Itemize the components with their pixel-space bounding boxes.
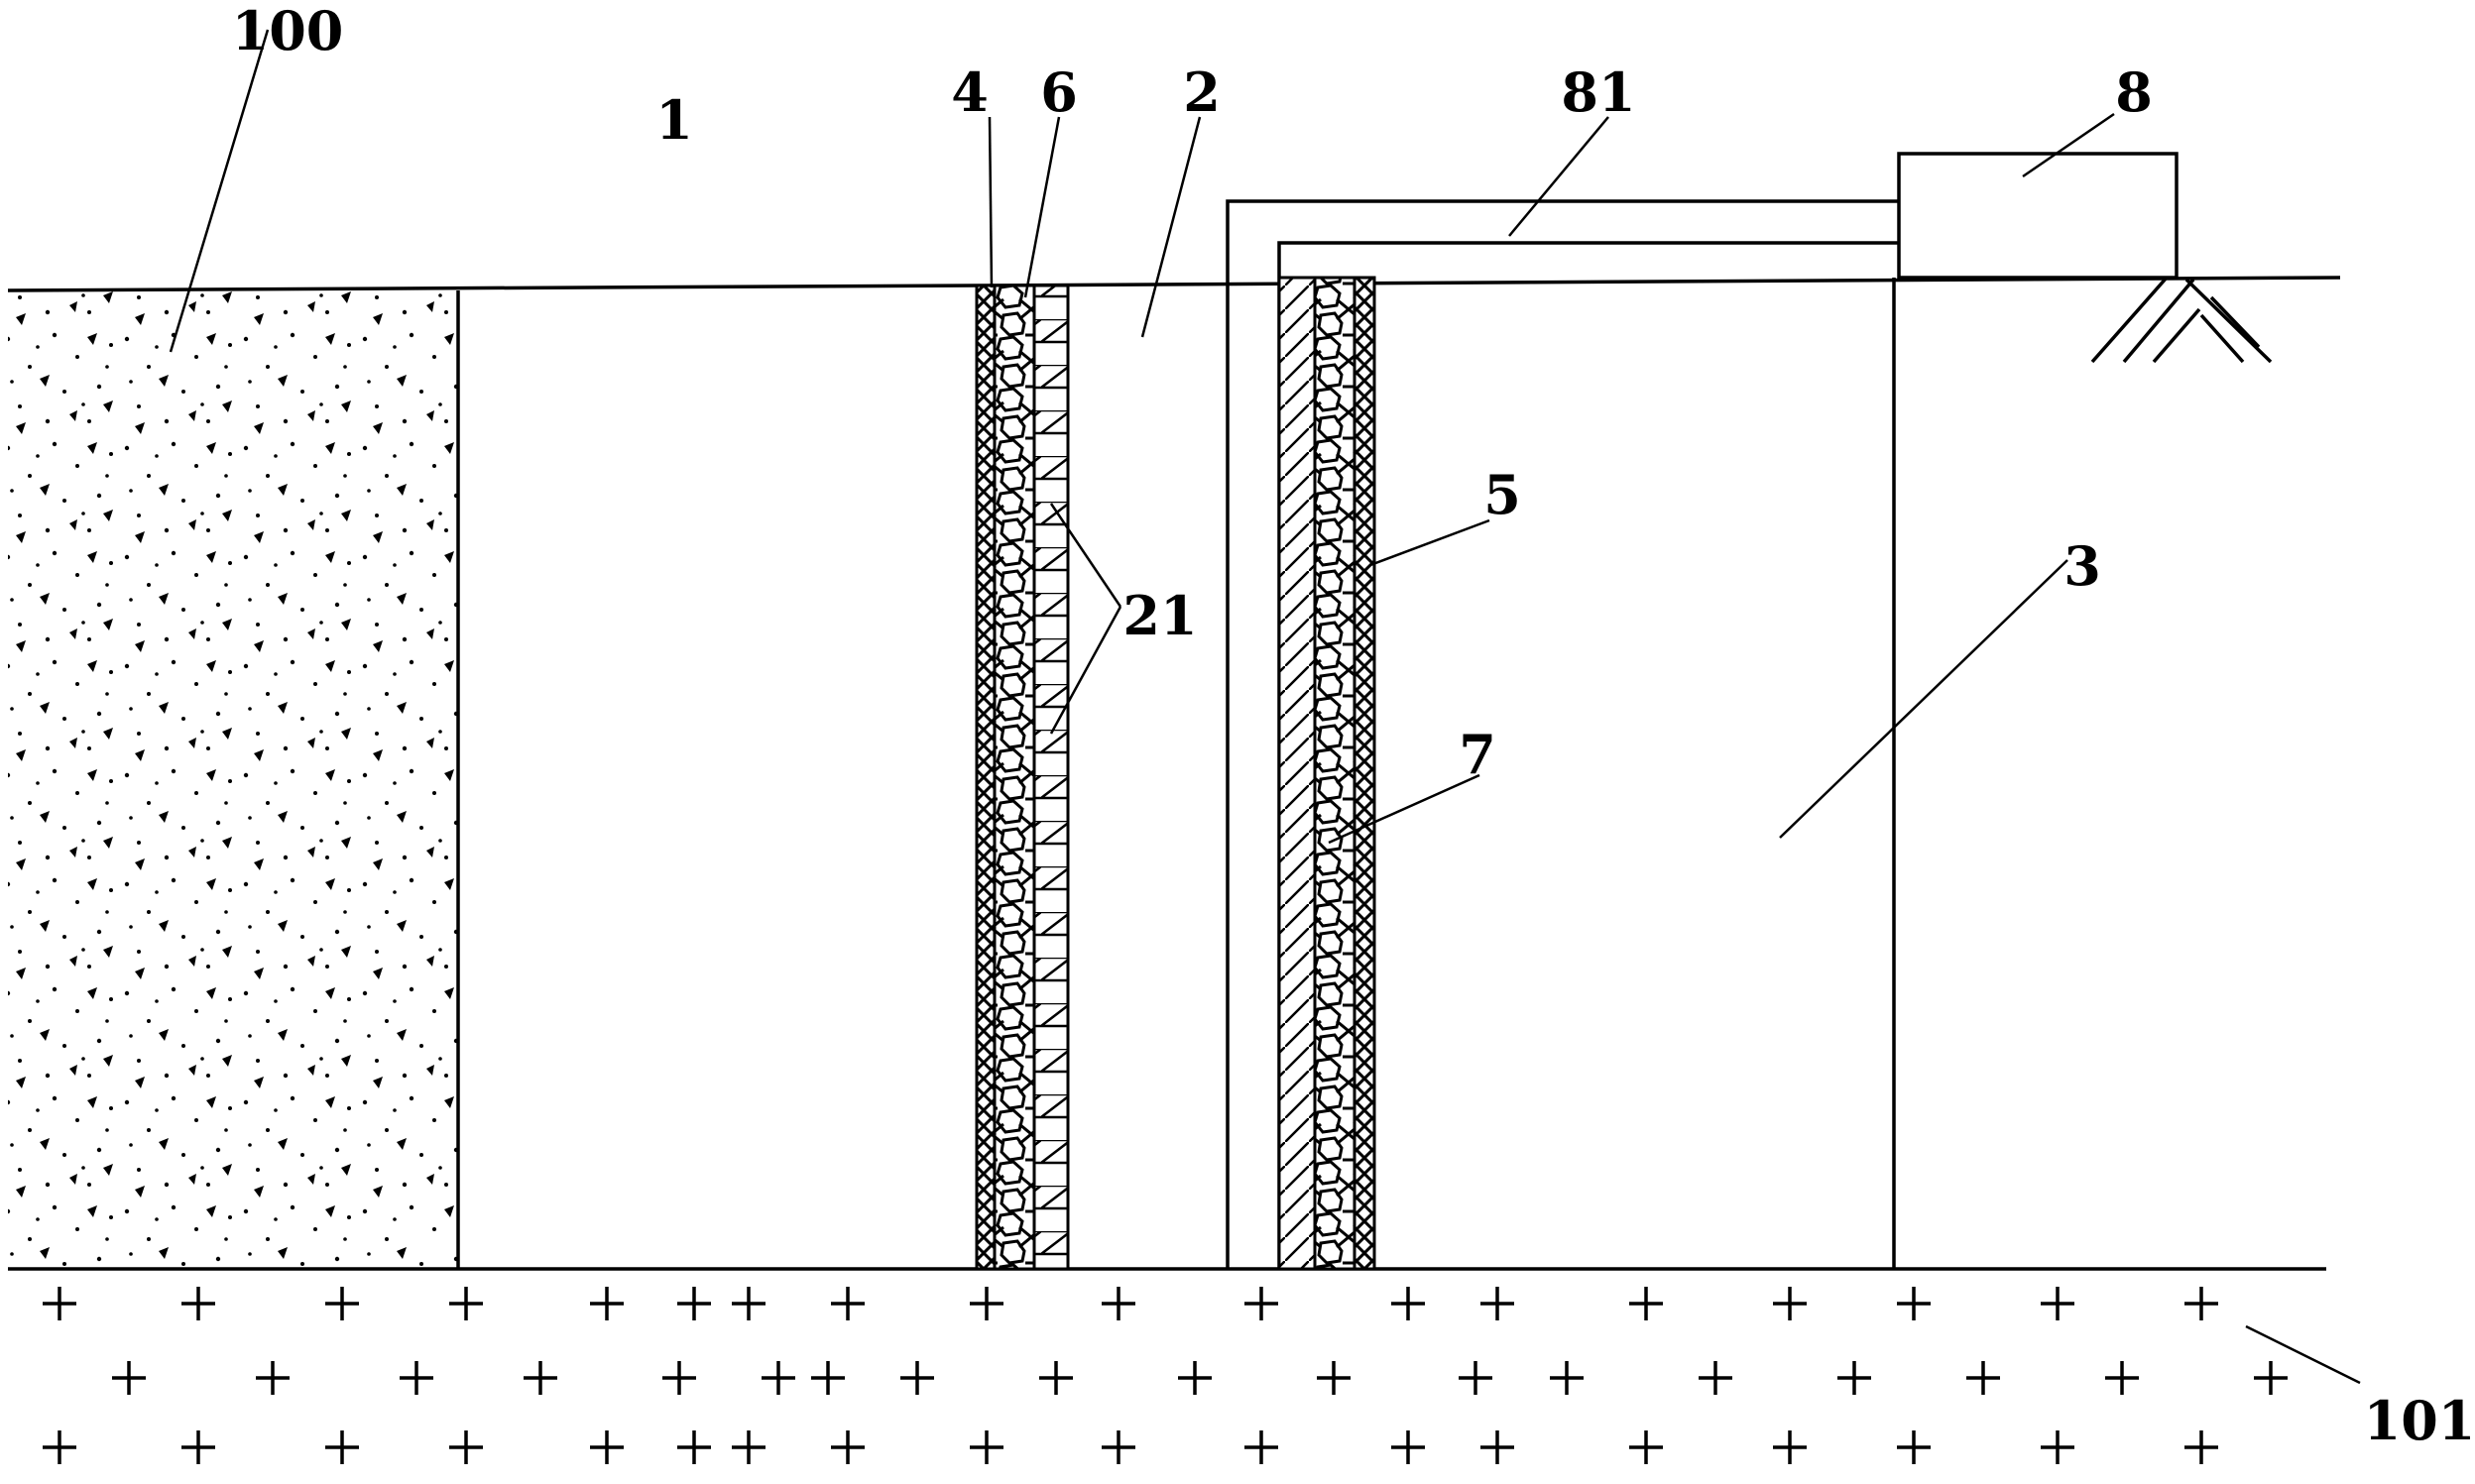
label-100: 100: [232, 0, 344, 62]
plus-sign: [1178, 1361, 1212, 1395]
plus-sign: [1837, 1361, 1871, 1395]
plus-sign: [449, 1287, 483, 1320]
ground-symbol: [2090, 276, 2273, 364]
plus-sign: [900, 1361, 934, 1395]
plus-sign: [1244, 1287, 1278, 1320]
plus-sign: [1039, 1361, 1073, 1395]
plus-sign: [43, 1430, 76, 1464]
gravel-layer-6: [993, 284, 1036, 1271]
plus-sign: [677, 1430, 711, 1464]
plus-sign: [1391, 1287, 1425, 1320]
plus-sign: [1480, 1287, 1514, 1320]
plus-sign: [181, 1287, 215, 1320]
plus-sign: [1629, 1287, 1663, 1320]
plus-sign: [449, 1430, 483, 1464]
plus-sign: [1391, 1430, 1425, 1464]
plus-sign: [1550, 1361, 1584, 1395]
plus-sign: [970, 1287, 1003, 1320]
plus-sign: [677, 1287, 711, 1320]
label-1: 1: [655, 88, 693, 152]
plus-sign: [112, 1361, 146, 1395]
plus-sign: [590, 1287, 624, 1320]
plus-sign: [732, 1430, 766, 1464]
plus-sign: [590, 1430, 624, 1464]
plus-sign: [1244, 1430, 1278, 1464]
plus-sign: [970, 1430, 1003, 1464]
mesh-layer-right: [1353, 276, 1376, 1271]
bedrock-layer-101: [43, 1287, 2288, 1464]
plus-sign: [1897, 1287, 1931, 1320]
gravel-layer-7: [1313, 276, 1356, 1271]
plus-sign: [811, 1361, 845, 1395]
plus-sign: [1699, 1361, 1732, 1395]
plus-sign: [732, 1287, 766, 1320]
plus-sign: [762, 1361, 795, 1395]
plate-layer-21: [1032, 284, 1070, 1271]
plus-sign: [662, 1361, 696, 1395]
label-3: 3: [2063, 534, 2101, 598]
plus-sign: [831, 1287, 865, 1320]
plus-sign: [1317, 1361, 1351, 1395]
plus-sign: [1629, 1430, 1663, 1464]
plus-sign: [2184, 1430, 2218, 1464]
label-6: 6: [1040, 60, 1078, 124]
leader-lines: [169, 29, 2361, 1385]
hatched-layer-5: [1277, 276, 1317, 1271]
label-81: 81: [1561, 60, 1635, 124]
plus-sign: [43, 1287, 76, 1320]
plus-sign: [1102, 1287, 1135, 1320]
plus-sign: [1459, 1361, 1492, 1395]
plus-sign: [2105, 1361, 2139, 1395]
plus-sign: [2041, 1430, 2074, 1464]
device-8-box: [1897, 152, 2179, 280]
label-101: 101: [2364, 1389, 2475, 1452]
plus-sign: [325, 1287, 359, 1320]
plus-sign: [400, 1361, 433, 1395]
plus-sign: [2184, 1287, 2218, 1320]
label-5: 5: [1483, 463, 1521, 526]
plus-sign: [256, 1361, 290, 1395]
plus-sign: [1773, 1430, 1807, 1464]
ground-surface-left: [7, 284, 978, 292]
plus-sign: [2041, 1287, 2074, 1320]
plus-sign: [1480, 1430, 1514, 1464]
plus-sign: [524, 1361, 557, 1395]
sand-layer-100: [8, 290, 458, 1267]
plus-sign: [1966, 1361, 2000, 1395]
plus-sign: [1102, 1430, 1135, 1464]
plus-sign: [181, 1430, 215, 1464]
label-21: 21: [1122, 584, 1197, 647]
label-8: 8: [2115, 60, 2153, 124]
mesh-layer-4: [975, 284, 997, 1271]
label-4: 4: [951, 60, 989, 124]
plus-sign: [2254, 1361, 2288, 1395]
plus-sign: [325, 1430, 359, 1464]
label-7: 7: [1459, 723, 1496, 786]
plus-sign: [831, 1430, 865, 1464]
plus-sign: [1773, 1287, 1807, 1320]
pipe-81-outer-wall: [1226, 199, 1899, 1269]
plus-sign: [1897, 1430, 1931, 1464]
label-2: 2: [1183, 60, 1221, 124]
